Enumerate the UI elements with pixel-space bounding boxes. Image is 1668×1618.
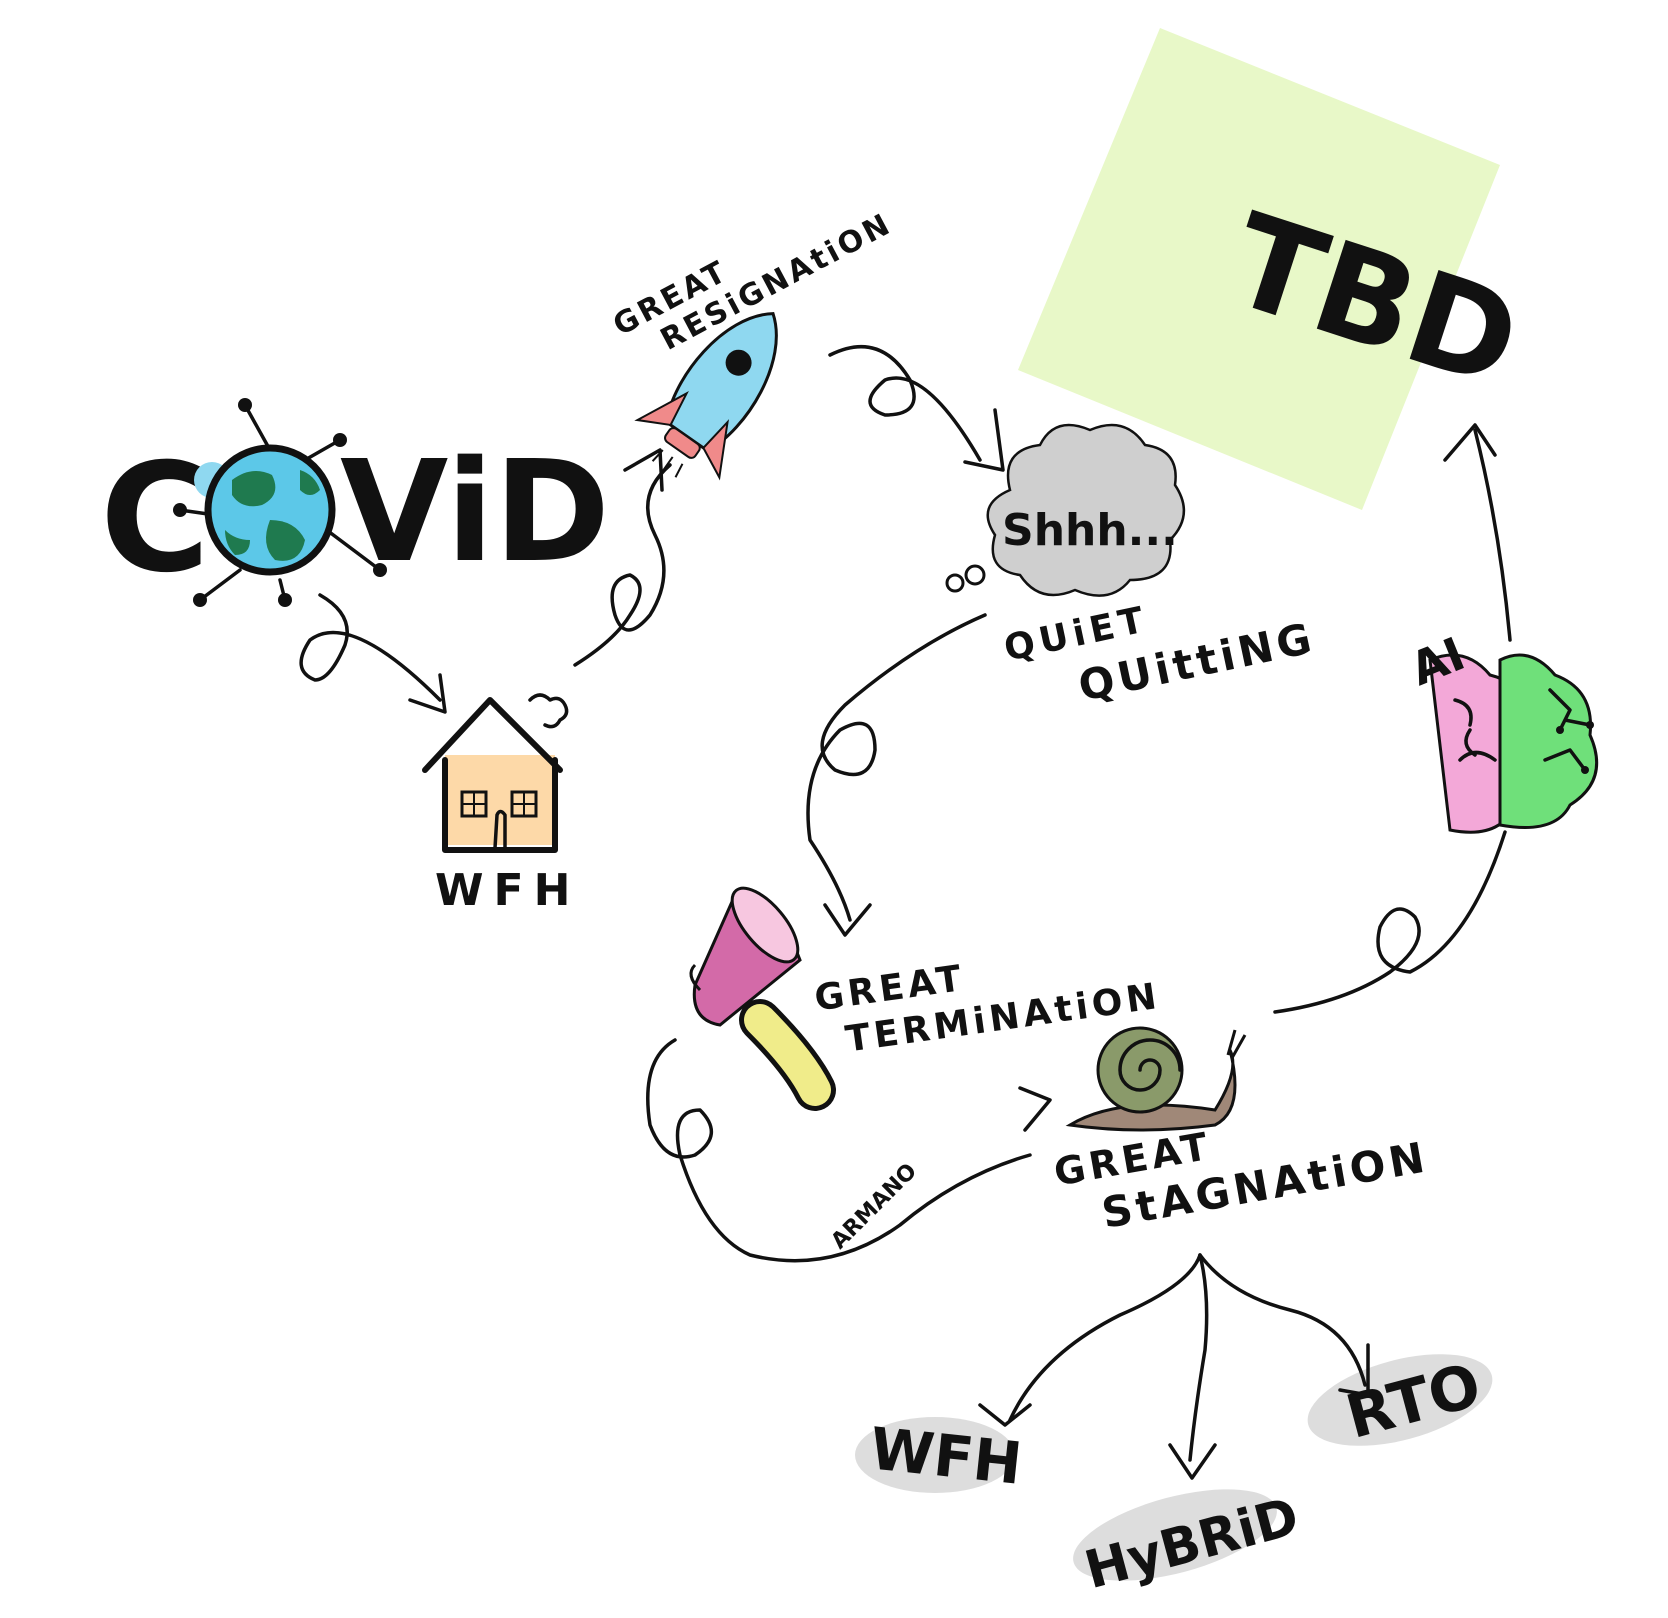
arrow-quiet-to-termination [806, 613, 987, 922]
shhh-label: Shhh... [1002, 505, 1178, 556]
cloud-icon [945, 423, 1186, 597]
outcome-rto-label: RTO [1339, 1350, 1488, 1453]
arrowhead-rocket-to-quiet [963, 408, 1005, 472]
arrow-stagnation-to-outcome-rto [1198, 1253, 1367, 1387]
arrow-rocket-to-quiet [828, 344, 982, 462]
outcome-wfh: WFH [855, 1414, 1025, 1498]
arrowhead-termination-to-stagnation [1018, 1086, 1052, 1132]
covid-letter-c: C [100, 432, 210, 606]
wfh-label: WFH [435, 865, 580, 916]
covid-node: C ViD [100, 398, 610, 607]
globe-virus-icon [173, 398, 387, 607]
arrowhead-covid-to-wfh [408, 673, 447, 714]
outcome-wfh-label: WFH [867, 1414, 1025, 1498]
outcome-hybrid: HyBRiD [1073, 1487, 1305, 1601]
arrow-stagnation-to-outcome-hybrid [1188, 1253, 1209, 1462]
snail-icon [1065, 1026, 1247, 1132]
outcome-rto: RTO [1307, 1350, 1493, 1453]
brain-icon [1428, 653, 1599, 834]
arrowhead-stagnation-to-outcome-hybrid [1168, 1443, 1217, 1480]
arrowhead-wfh-to-rocket [623, 448, 664, 492]
covid-letters-vid: ViD [340, 431, 610, 594]
house-icon [422, 693, 569, 853]
arrowhead-stagnation-to-outcome-rto [1338, 1343, 1370, 1397]
arrow-covid-to-wfh [299, 593, 442, 702]
arrow-termination-to-stagnation [646, 1038, 1032, 1263]
arrow-stagnation-to-outcome-wfh [1008, 1253, 1202, 1422]
arrow-ai-to-tbd [1473, 428, 1512, 642]
megaphone-icon [689, 886, 836, 1111]
rocket-icon [634, 312, 778, 481]
arrowhead-quiet-to-termination [823, 903, 872, 937]
tbd-sticky-note: TBD [1018, 28, 1536, 510]
arrow-stagnation-to-ai [1273, 830, 1507, 1014]
connectors [299, 344, 1512, 1480]
arrowhead-ai-to-tbd [1443, 423, 1497, 462]
arrow-wfh-to-rocket [573, 463, 672, 667]
arrowhead-stagnation-to-outcome-wfh [978, 1403, 1032, 1427]
